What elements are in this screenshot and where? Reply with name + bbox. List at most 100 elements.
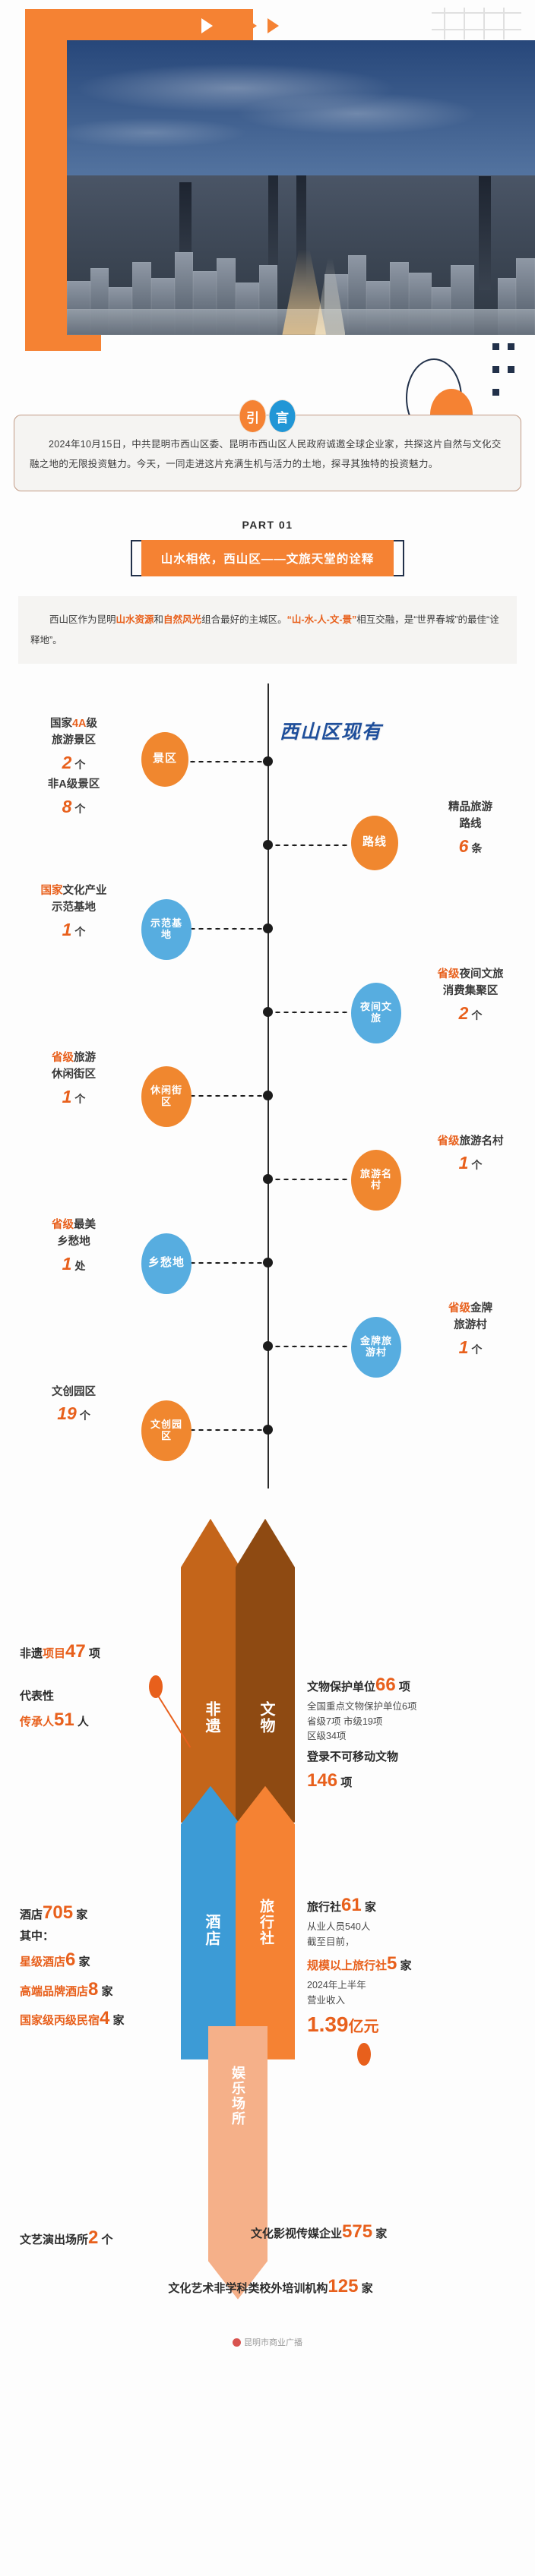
intro-badge-yan: 言 (268, 399, 296, 433)
wenwu-immovable-unit: 项 (340, 1776, 353, 1790)
arrow-feiyi-label: 非遗 (203, 1700, 220, 1735)
timeline-connector-6 (188, 1261, 264, 1264)
part01-seg-4: 组合最好的主城区。 (201, 614, 287, 626)
wenwu-detail-national: 全国重点文物保护单位6项 (307, 1701, 417, 1713)
arrow-wenwu (236, 1518, 295, 1823)
media-companies-number: 575 (342, 2221, 373, 2242)
timeline-node-4 (263, 1090, 273, 1100)
media-companies-label: 文化影视传媒企业 (251, 2227, 343, 2240)
timeline-bubble-旅游名村[interactable]: 旅游名村 (351, 1149, 401, 1211)
timeline-connector-0 (188, 759, 264, 763)
feiyi-inheritors-number: 51 (54, 1709, 74, 1730)
wenwu-units-label: 文物保护单位 (307, 1680, 376, 1694)
arrow-wenwu-label: 文物 (258, 1700, 274, 1735)
feiyi-projects-label-a: 非遗 (20, 1646, 43, 1660)
training-institutions-number: 125 (328, 2275, 359, 2297)
pin-marker-lvxingshe-icon (357, 2042, 371, 2066)
feiyi-projects-label-b: 项目 (43, 1646, 66, 1660)
intro-badge-yin: 引 (239, 399, 267, 433)
timeline-bubble-休闲街区[interactable]: 休闲街区 (141, 1065, 192, 1127)
jiudian-minsu-label: 国家级丙级民宿 (20, 2013, 100, 2027)
part01-seg-5: “山-水-人-文-景” (286, 614, 357, 626)
jiudian-premium-unit: 家 (101, 1984, 113, 1998)
feiyi-projects-number: 47 (65, 1640, 86, 1662)
training-institutions-unit: 家 (361, 2281, 373, 2295)
timeline-bubble-夜间文旅[interactable]: 夜间文旅 (351, 982, 401, 1043)
training-institutions-stat: 文化艺术非学科类校外培训机构125 家 (20, 2272, 521, 2301)
timeline-node-5 (263, 1173, 273, 1184)
lvxingshe-large-unit: 家 (400, 1959, 412, 1972)
timeline-bubble-景区[interactable]: 景区 (141, 731, 188, 787)
timeline-bubble-文创园区[interactable]: 文创园区 (141, 1400, 192, 1461)
timeline-connector-2 (188, 927, 264, 930)
arrow-lvxingshe-label: 旅行社 (258, 1898, 274, 1946)
wenwu-immovable-number: 146 (307, 1770, 338, 1792)
wenyi-venues-unit: 个 (101, 2233, 113, 2246)
timeline-connector-8 (188, 1428, 264, 1432)
timeline-connector-1 (274, 843, 350, 847)
jiudian-star-label: 星级酒店 (20, 1956, 66, 1969)
part01-seg-3: 自然风光 (163, 614, 202, 626)
timeline-node-1 (263, 839, 273, 850)
photo-cityscape (67, 175, 535, 335)
jiudian-star-unit: 家 (78, 1956, 90, 1969)
lvxingshe-large-number: 5 (387, 1953, 397, 1974)
jiudian-label: 酒店 (20, 1908, 43, 1921)
timeline-bubble-乡愁地[interactable]: 乡愁地 (141, 1233, 192, 1294)
timeline-bubble-示范基地[interactable]: 示范基地 (141, 898, 192, 960)
timeline-axis (268, 683, 269, 1488)
lvxingshe-revenue-label: 营业收入 (307, 1994, 346, 2006)
intro-block: 引 言 2024年10月15日，中共昆明市西山区委、昆明市西山区人民政府诚邀全球… (14, 399, 521, 492)
wenwu-units-number: 66 (375, 1674, 396, 1695)
timeline-node-7 (263, 1340, 273, 1351)
part01-label: PART 01 (242, 519, 293, 532)
timeline-bubble-金牌旅游村[interactable]: 金牌旅游村 (351, 1316, 401, 1378)
lvxingshe-asof: 截至目前， (307, 1936, 355, 1947)
jiudian-number: 705 (43, 1902, 74, 1923)
arrow-feiyi (181, 1518, 240, 1823)
lvxingshe-number: 61 (341, 1894, 362, 1915)
hero-photo (67, 40, 535, 335)
hero-section (0, 0, 535, 440)
wenwu-units-unit: 项 (398, 1680, 410, 1694)
footer-text: 昆明市商业广播 (244, 2338, 302, 2347)
bracket-right-icon (394, 540, 405, 577)
lvxingshe-large-label: 规模以上旅行社 (307, 1959, 388, 1972)
part01-seg-0: 西山区作为昆明 (49, 614, 116, 626)
timeline-bubble-路线[interactable]: 路线 (351, 815, 398, 870)
part01-banner-wrap: 山水相依，西山区——文旅天堂的诠释 (130, 540, 405, 577)
jiudian-stats: 酒店705 家 其中： 星级酒店6 家 高端品牌酒店8 家 国家级丙级民宿4 家 (20, 1899, 179, 2034)
timeline-connector-4 (188, 1094, 264, 1097)
play-triangle-2-icon (245, 18, 257, 33)
feiyi-projects-stat: 非遗项目47 项 (20, 1637, 179, 1666)
weibo-icon (233, 2338, 241, 2347)
timeline-node-6 (263, 1257, 273, 1267)
feiyi-inheritors-stat: 代表性 传承人51 人 (20, 1687, 179, 1735)
intro-textbox: 2024年10月15日，中共昆明市西山区委、昆明市西山区人民政府诚邀全球企业家，… (14, 415, 521, 492)
timeline-connector-7 (274, 1344, 350, 1348)
lvxingshe-unit: 家 (364, 1900, 376, 1914)
wenwu-detail-district: 区级34项 (307, 1730, 347, 1741)
wenyi-venues-stat: 文艺演出场所2 个 (20, 2224, 210, 2252)
pin-marker-feiyi-icon (149, 1675, 163, 1698)
feiyi-inheritors-label-b: 传承人 (20, 1715, 55, 1728)
lvxingshe-revenue-unit: 亿元 (348, 2019, 379, 2036)
part01-section: PART 01 山水相依，西山区——文旅天堂的诠释 西山区作为昆明山水资源和自然… (0, 519, 535, 664)
jiudian-star-number: 6 (65, 1949, 76, 1971)
feiyi-projects-unit: 项 (88, 1646, 100, 1660)
lvxingshe-label: 旅行社 (307, 1900, 342, 1914)
play-triangle-white-icon (201, 18, 213, 33)
media-companies-stat: 文化影视传媒企业575 家 (251, 2218, 524, 2246)
timeline-node-0 (263, 756, 273, 766)
part01-seg-2: 和 (154, 614, 164, 626)
timeline-connector-5 (274, 1177, 350, 1181)
arrow-jiudian (181, 1785, 240, 2060)
decorative-square-dots (492, 343, 520, 419)
timeline-node-8 (263, 1424, 273, 1435)
